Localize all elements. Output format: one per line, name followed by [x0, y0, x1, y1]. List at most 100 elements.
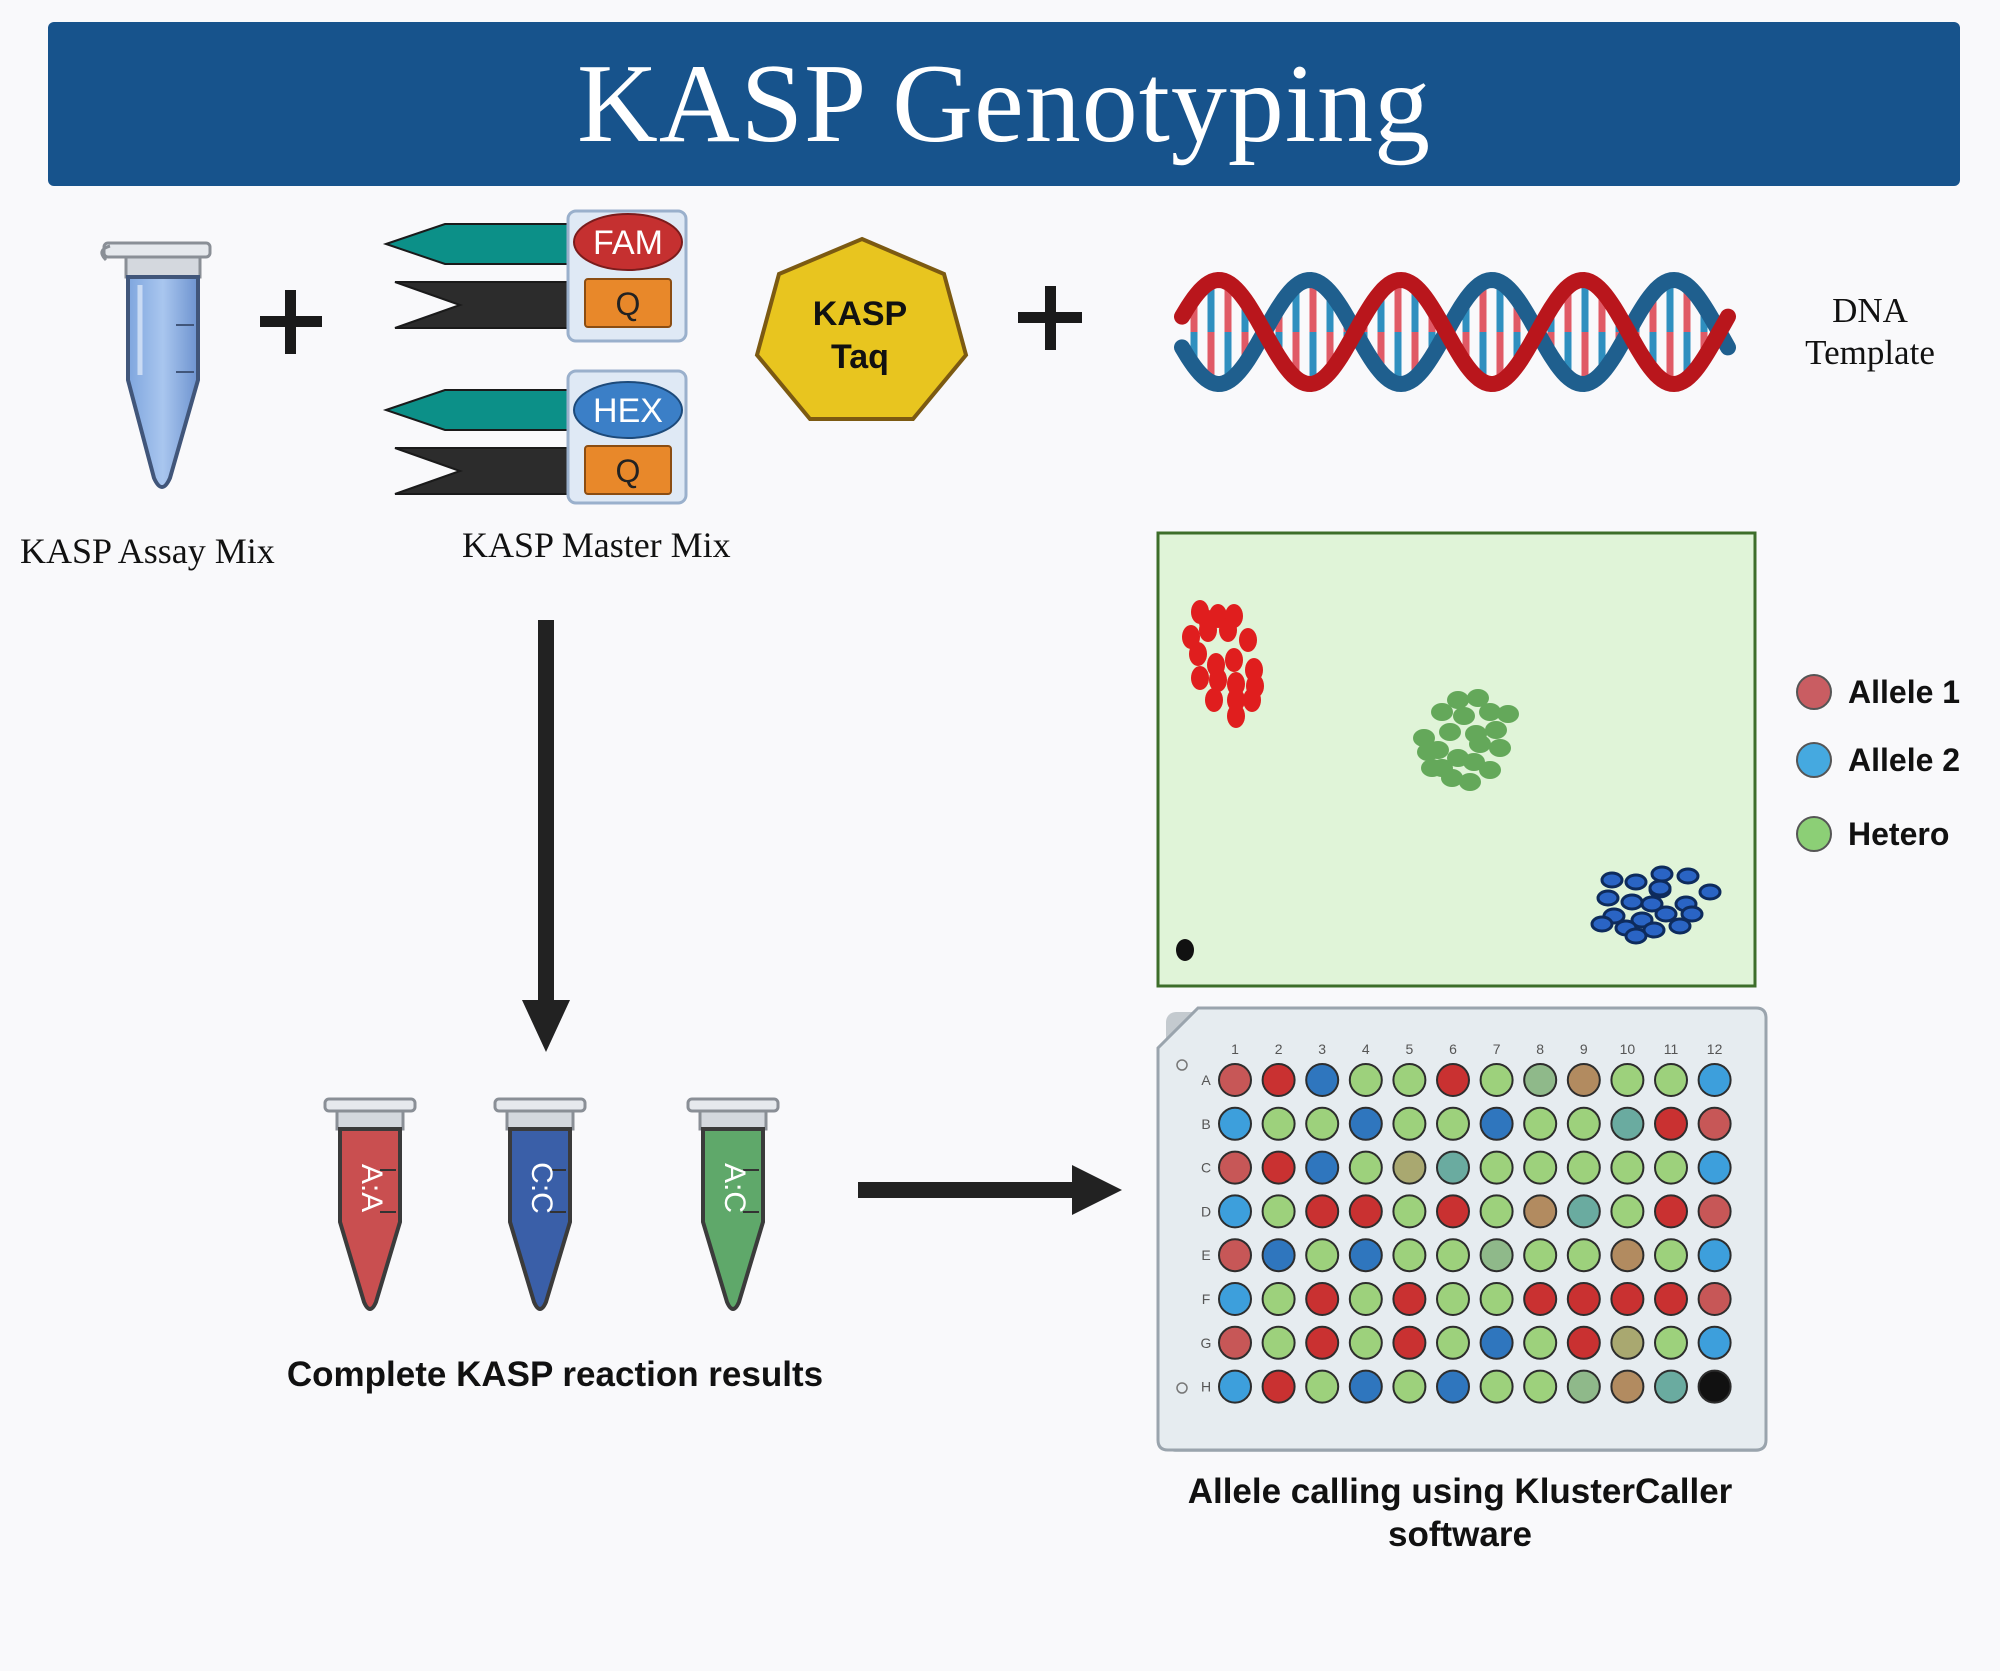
plate-well [1218, 1325, 1252, 1360]
plate-well [1218, 1238, 1252, 1273]
result-tube-1-label: A:A [355, 1164, 388, 1212]
plate-well [1305, 1194, 1340, 1229]
plate-row-label: C [1201, 1160, 1211, 1176]
plot-point-allele-2 [1668, 917, 1692, 935]
plate-well [1348, 1325, 1383, 1360]
plate-well [1523, 1194, 1558, 1229]
plot-point-allele-2 [1676, 867, 1700, 885]
plate-well [1218, 1282, 1252, 1316]
result-tube-3-label: A:C [718, 1163, 751, 1213]
plate-column-label: 5 [1406, 1041, 1414, 1057]
plate-well [1392, 1282, 1427, 1316]
plate-row-label: G [1201, 1335, 1212, 1351]
plot-point-hetero [1447, 691, 1469, 709]
result-tube-2-icon: C:C [493, 1097, 587, 1311]
plot-point-hetero [1431, 703, 1453, 721]
plate-well [1566, 1369, 1601, 1404]
plot-point-allele-1 [1189, 642, 1207, 666]
plate-well [1261, 1282, 1296, 1316]
right-arrow [858, 1165, 1122, 1215]
fam-primer-icon: FAM Q [382, 209, 688, 343]
plate-well [1697, 1194, 1732, 1229]
plot-point-allele-2 [1640, 895, 1664, 913]
plate-well [1348, 1282, 1383, 1316]
plot-point-allele-1 [1191, 666, 1209, 690]
plate-well [1654, 1106, 1688, 1141]
plot-point-hetero [1459, 773, 1481, 791]
plate-well [1436, 1106, 1470, 1141]
plate-well [1436, 1194, 1470, 1229]
plate-well [1305, 1150, 1340, 1185]
plate-column-label: 3 [1318, 1041, 1326, 1057]
kasp-taq-icon: KASP Taq [754, 236, 969, 421]
plate-well [1523, 1282, 1558, 1316]
plate-well [1697, 1369, 1732, 1404]
plate-well [1392, 1063, 1427, 1097]
plot-point-hetero [1439, 723, 1461, 741]
plate-column-label: 6 [1449, 1041, 1457, 1057]
plate-well [1654, 1282, 1688, 1316]
plate-well [1348, 1194, 1383, 1229]
legend-dot-allele-2 [1796, 742, 1832, 778]
plate-column-label: 1 [1231, 1041, 1239, 1057]
plot-point-hetero [1417, 743, 1439, 761]
cluster-plot [1156, 531, 1757, 988]
plate-well [1305, 1282, 1340, 1316]
plot-point-allele-2 [1600, 871, 1624, 889]
plate-well [1392, 1238, 1427, 1273]
plate-well [1566, 1194, 1601, 1229]
down-arrow [522, 620, 570, 1052]
plate-row-label: H [1201, 1379, 1211, 1395]
plate-well [1218, 1150, 1252, 1185]
plot-point-allele-1 [1209, 668, 1227, 692]
plate-well [1566, 1106, 1601, 1141]
plate-well [1392, 1369, 1427, 1404]
plate-well [1566, 1238, 1601, 1273]
legend-allele-2: Allele 2 [1796, 740, 1960, 780]
plate-well [1261, 1194, 1296, 1229]
dna-helix-icon [1174, 271, 1736, 393]
title-banner: KASP Genotyping [48, 22, 1960, 186]
plate-well [1610, 1063, 1645, 1097]
plate-well [1218, 1194, 1252, 1229]
plot-point-allele-1 [1205, 688, 1223, 712]
plate-well [1436, 1282, 1470, 1316]
plate-well [1479, 1369, 1514, 1404]
plate-well [1479, 1238, 1514, 1273]
plot-point-allele-1 [1239, 628, 1257, 652]
plate-well [1523, 1238, 1558, 1273]
plate-column-label: 9 [1580, 1041, 1588, 1057]
plate-well [1697, 1150, 1732, 1185]
plate-well [1523, 1063, 1558, 1097]
plate-corner-marker [1176, 1059, 1188, 1071]
plot-point-hetero [1485, 721, 1507, 739]
plate-well [1392, 1150, 1427, 1185]
plate-column-label: 8 [1536, 1041, 1544, 1057]
fam-quencher-label: Q [616, 286, 641, 322]
plate-well [1697, 1063, 1732, 1097]
plate-well [1479, 1194, 1514, 1229]
master-mix-label: KASP Master Mix [462, 525, 731, 565]
plate-well [1348, 1238, 1383, 1273]
plate-well [1392, 1325, 1427, 1360]
plot-point-allele-2 [1596, 889, 1620, 907]
plate-well [1436, 1369, 1470, 1404]
plate-well [1348, 1369, 1383, 1404]
plot-point-allele-2 [1590, 915, 1614, 933]
plate-well [1610, 1369, 1645, 1404]
plate-column-label: 11 [1664, 1041, 1679, 1057]
plot-point-allele-1 [1227, 704, 1245, 728]
plot-point-hetero [1467, 689, 1489, 707]
plate-well [1392, 1106, 1427, 1141]
assay-mix-tube-icon [100, 241, 212, 489]
plate-well [1218, 1369, 1252, 1404]
plate-well [1305, 1325, 1340, 1360]
plate-column-label: 12 [1707, 1041, 1723, 1057]
assay-mix-label: KASP Assay Mix [20, 531, 275, 571]
plate-row-label: F [1202, 1291, 1211, 1307]
plate-well [1697, 1325, 1732, 1360]
taq-line1: KASP [813, 295, 907, 333]
plate-well [1305, 1238, 1340, 1273]
plate-well [1654, 1325, 1688, 1360]
